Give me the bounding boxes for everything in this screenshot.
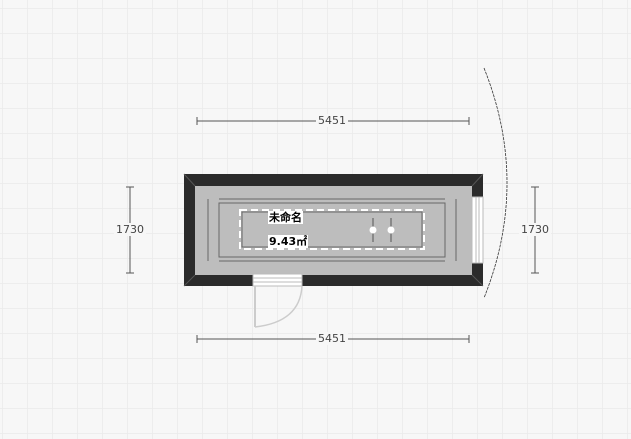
window-arc <box>483 67 508 299</box>
wall-corners <box>183 173 484 287</box>
switch-icon <box>369 218 395 242</box>
window[interactable] <box>471 196 484 264</box>
door[interactable] <box>252 273 303 328</box>
room-outline <box>207 198 457 262</box>
dimension-bottom: 5451 <box>316 332 348 345</box>
room-area: 9.43㎡ <box>268 235 309 248</box>
dimension-top: 5451 <box>316 114 348 127</box>
dimension-left: 1730 <box>114 223 146 236</box>
room-name[interactable]: 未命名 <box>268 211 303 224</box>
dimension-right: 1730 <box>519 223 551 236</box>
room-floor[interactable] <box>195 186 472 275</box>
room-selection[interactable] <box>239 209 425 250</box>
